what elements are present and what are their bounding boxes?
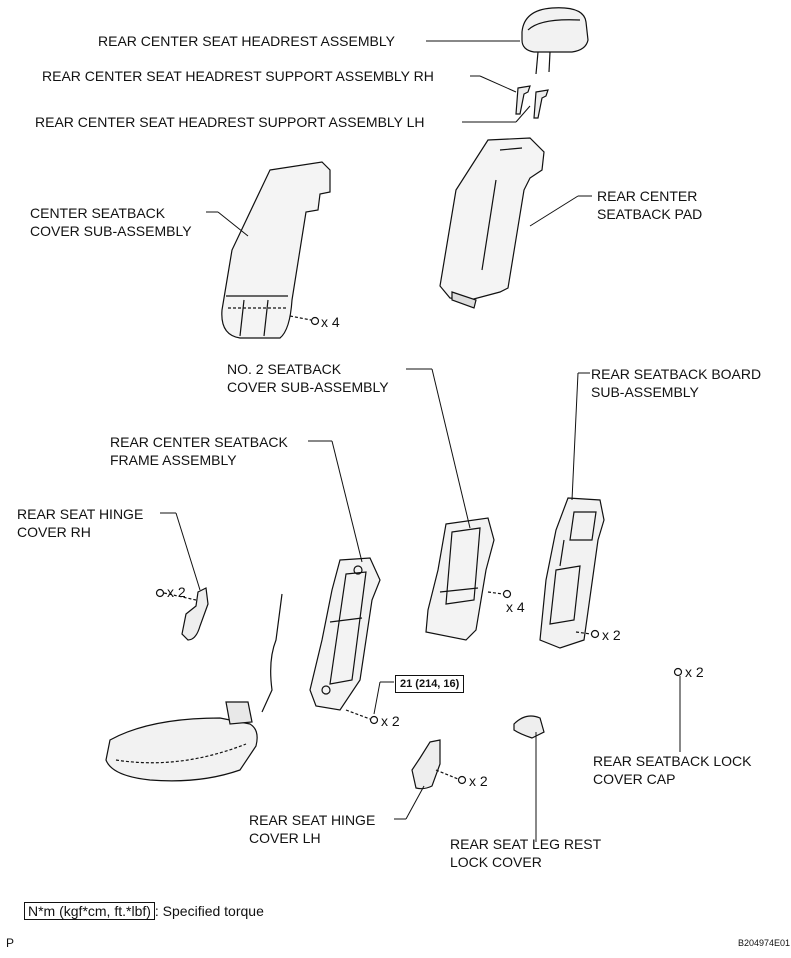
torque-spec-box: 21 (214, 16)	[395, 675, 465, 693]
label-seatback-pad-2: SEATBACK PAD	[597, 206, 703, 222]
legend-text: : Specified torque	[154, 903, 264, 919]
qty-frame-bolts: x 2	[381, 713, 400, 729]
no2-seatback-cover-part	[425, 517, 495, 641]
label-hinge-lh-1: REAR SEAT HINGE	[249, 812, 376, 828]
qty-board-clips: x 2	[602, 627, 621, 643]
label-board-2: SUB-ASSEMBLY	[591, 384, 699, 400]
label-frame-2: FRAME ASSEMBLY	[110, 452, 237, 468]
label-frame-1: REAR CENTER SEATBACK	[110, 434, 288, 450]
qty-cover-clips: x 4	[321, 314, 340, 330]
seat-cushion-part	[105, 701, 258, 782]
center-seatback-cover-part	[221, 161, 331, 339]
label-seatback-cover-1: CENTER SEATBACK	[30, 205, 166, 221]
release-cable	[261, 593, 283, 713]
seatback-pad-part	[439, 137, 545, 309]
torque-legend: N*m (kgf*cm, ft.*lbf): Specified torque	[24, 902, 264, 920]
figure-id: B204974E01	[738, 938, 791, 948]
page-letter: P	[6, 936, 15, 950]
seatback-board-part	[539, 497, 605, 649]
label-seatback-cover-2: COVER SUB-ASSEMBLY	[30, 223, 192, 239]
leader-lines	[160, 40, 681, 842]
hinge-cover-lh-part	[411, 739, 441, 790]
label-leg-rest-2: LOCK COVER	[450, 854, 542, 870]
label-lock-cap-2: COVER CAP	[593, 771, 676, 787]
label-board-1: REAR SEATBACK BOARD	[591, 366, 762, 382]
label-hinge-rh-1: REAR SEAT HINGE	[17, 506, 144, 522]
qty-hinge-lh-screws: x 2	[469, 773, 488, 789]
legend-box: N*m (kgf*cm, ft.*lbf)	[24, 902, 155, 920]
headrest-supports-part	[515, 85, 549, 119]
label-hinge-rh-2: COVER RH	[17, 524, 91, 540]
fasteners	[155, 316, 683, 785]
label-headrest: REAR CENTER SEAT HEADREST ASSEMBLY	[98, 33, 395, 49]
label-lock-cap-1: REAR SEATBACK LOCK	[593, 753, 752, 769]
seatback-frame-part	[309, 557, 381, 711]
label-no2-cover-2: COVER SUB-ASSEMBLY	[227, 379, 389, 395]
headrest-part	[521, 7, 589, 75]
label-leg-rest-1: REAR SEAT LEG REST	[450, 836, 602, 852]
qty-hinge-rh-screws: x 2	[167, 584, 186, 600]
leg-rest-lock-cover-part	[513, 715, 545, 739]
qty-lock-cap: x 2	[685, 664, 704, 680]
label-no2-cover-1: NO. 2 SEATBACK	[227, 361, 342, 377]
label-seatback-pad-1: REAR CENTER	[597, 188, 698, 204]
hinge-cover-rh-part	[181, 587, 209, 641]
label-hinge-lh-2: COVER LH	[249, 830, 321, 846]
qty-no2-cover-clips: x 4	[506, 599, 525, 615]
label-support-lh: REAR CENTER SEAT HEADREST SUPPORT ASSEMB…	[35, 114, 425, 130]
fastener-lines	[163, 315, 592, 780]
label-support-rh: REAR CENTER SEAT HEADREST SUPPORT ASSEMB…	[42, 68, 434, 84]
